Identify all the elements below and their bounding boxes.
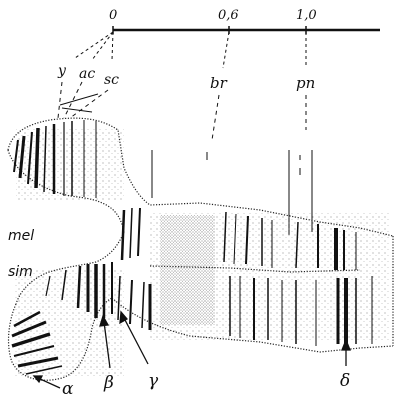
heterochromatin-region bbox=[160, 215, 215, 325]
scale-label-1-0: 1,0 bbox=[296, 8, 317, 23]
band-label-delta: δ bbox=[340, 371, 350, 391]
band-label-gamma: γ bbox=[148, 371, 159, 391]
scale-label-0-6: 0,6 bbox=[218, 8, 239, 23]
band-label-alpha: α bbox=[62, 379, 74, 395]
locus-label-ac: ac bbox=[79, 66, 95, 82]
locus-label-sc: sc bbox=[104, 72, 119, 88]
band-label-beta: β bbox=[103, 373, 114, 393]
locus-label-br: br bbox=[210, 74, 228, 92]
locus-label-pn: pn bbox=[296, 74, 315, 92]
locus-label-y: y bbox=[57, 63, 67, 79]
scale-label-0: 0 bbox=[109, 8, 117, 23]
locus-solid-ticks bbox=[60, 94, 98, 112]
strain-label-mel: mel bbox=[8, 228, 34, 244]
strain-label-sim: sim bbox=[8, 264, 33, 280]
locus-connectors bbox=[75, 32, 306, 68]
